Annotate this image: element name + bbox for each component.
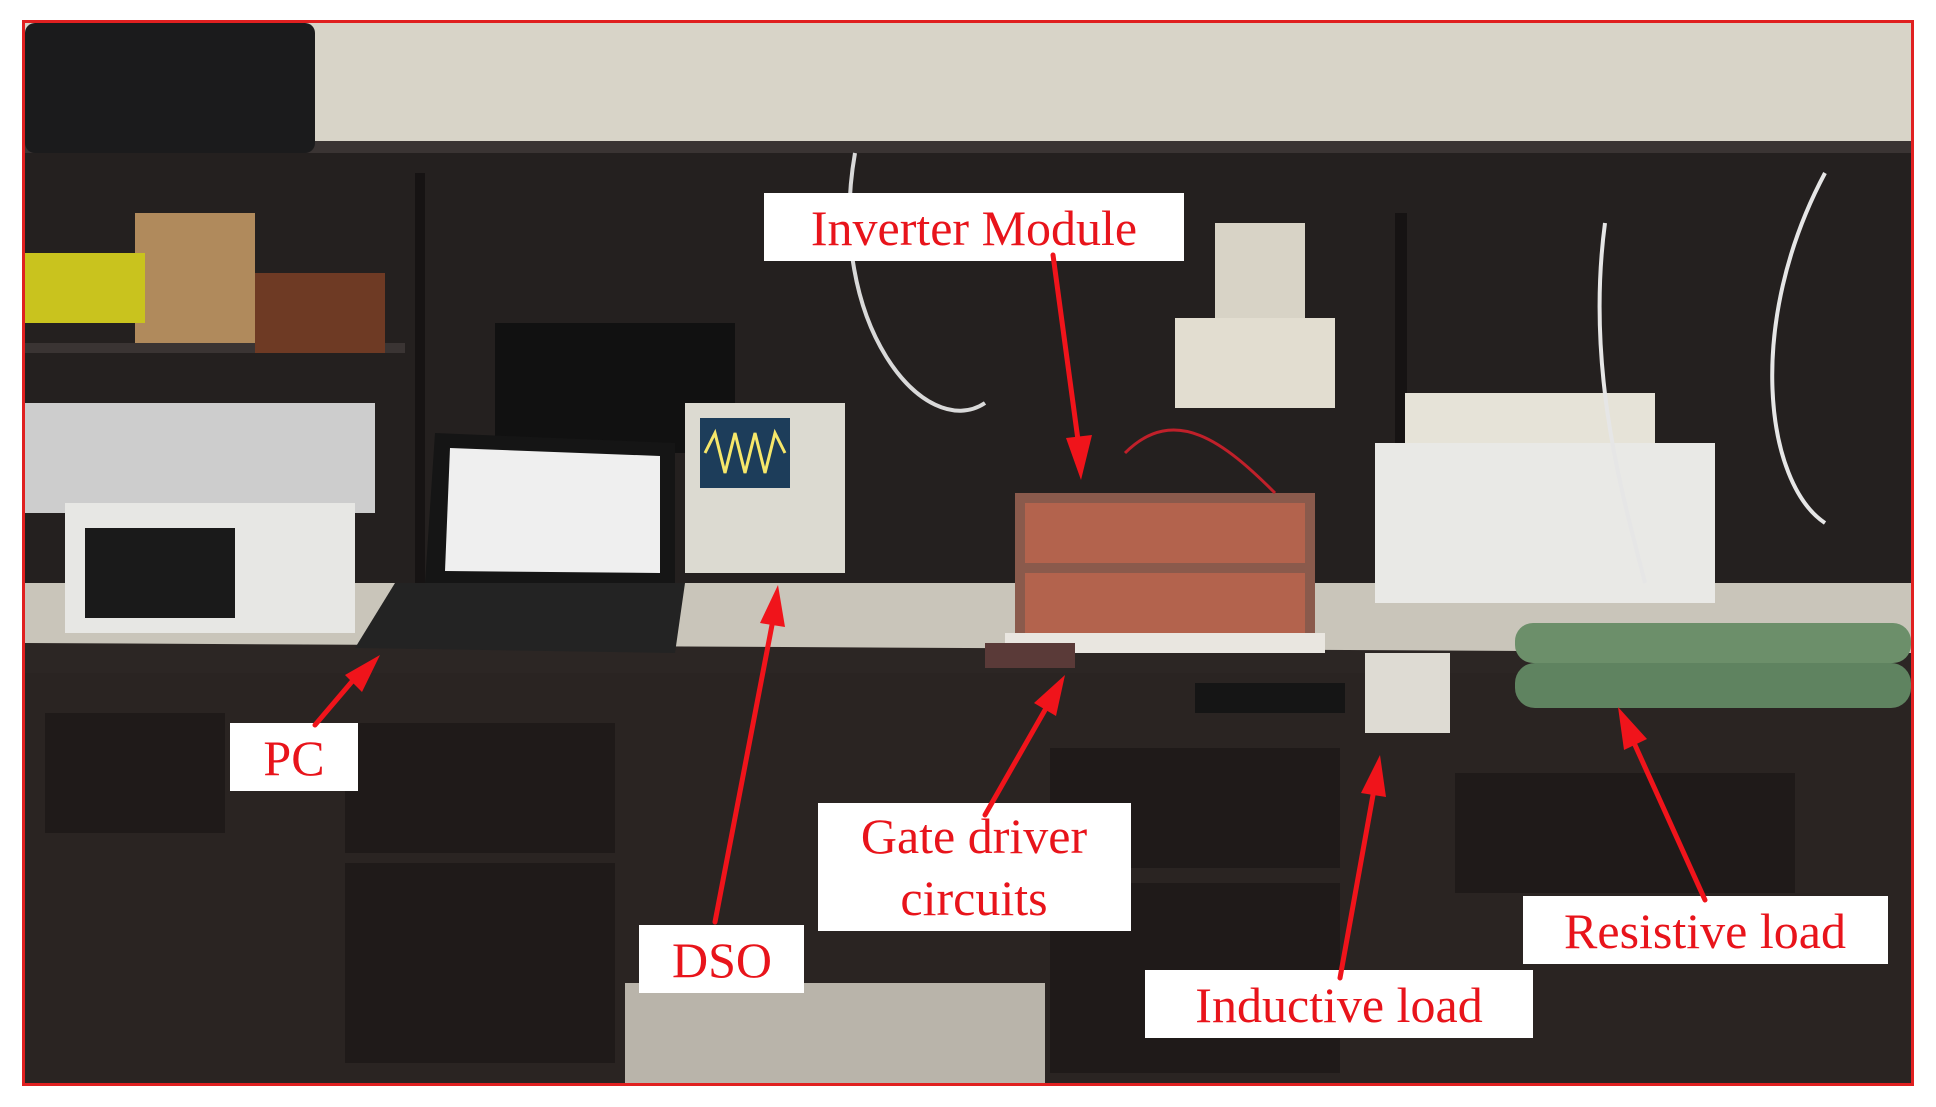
inverter-module-arrow [1050, 252, 1081, 443]
inverter-module-label: Inverter Module [811, 200, 1137, 256]
gate-driver-arrow [982, 707, 1048, 818]
dso-annotation: DSO [639, 585, 804, 993]
current-probe [1195, 683, 1345, 713]
yellow-cables [25, 253, 145, 323]
inductive-load-arrow [1337, 792, 1376, 981]
pc-arrowhead [345, 655, 380, 692]
dso-label-box [639, 925, 804, 993]
resistive-load-arrowhead [1618, 707, 1647, 750]
resistive-load-arrow [1632, 742, 1708, 903]
gate-driver-label-box [818, 803, 1131, 931]
cardboard-box [135, 213, 255, 343]
gate-driver-annotation: Gate driver circuits [818, 675, 1131, 931]
dso-arrowhead [760, 585, 785, 627]
gate-driver-label-line1: Gate driver [861, 808, 1088, 864]
resistive-load-label-box [1523, 896, 1888, 964]
resistor-tube [1515, 623, 1911, 663]
gate-driver-arrowhead [1034, 675, 1065, 716]
signal-generator [1175, 318, 1335, 408]
basket [255, 273, 385, 353]
inductor [1365, 653, 1450, 733]
inverter-module-arrowhead [1066, 435, 1092, 480]
bag [25, 23, 315, 153]
inductive-load-annotation: Inductive load [1145, 755, 1533, 1038]
resistive-load-annotation: Resistive load [1523, 707, 1888, 964]
pc-label-box [230, 723, 358, 791]
power-supply [1215, 223, 1305, 318]
gate-driver-label-line2: circuits [900, 870, 1047, 926]
pc-label: PC [263, 730, 324, 786]
pc-arrow [312, 675, 358, 728]
inverter-module-label-box [764, 193, 1184, 261]
pc-annotation: PC [230, 655, 380, 791]
gate-driver-board [985, 643, 1075, 668]
inductive-load-arrowhead [1361, 755, 1386, 797]
inverter-module-annotation: Inverter Module [764, 193, 1184, 480]
dso-label: DSO [672, 932, 772, 988]
inductive-load-label-box [1145, 970, 1533, 1038]
resistive-load-label: Resistive load [1564, 903, 1846, 959]
dso-arrow [712, 622, 775, 925]
inductive-load-label: Inductive load [1195, 977, 1482, 1033]
floor [625, 983, 1045, 1083]
load-bank [1375, 443, 1715, 603]
power-unit [25, 403, 375, 513]
